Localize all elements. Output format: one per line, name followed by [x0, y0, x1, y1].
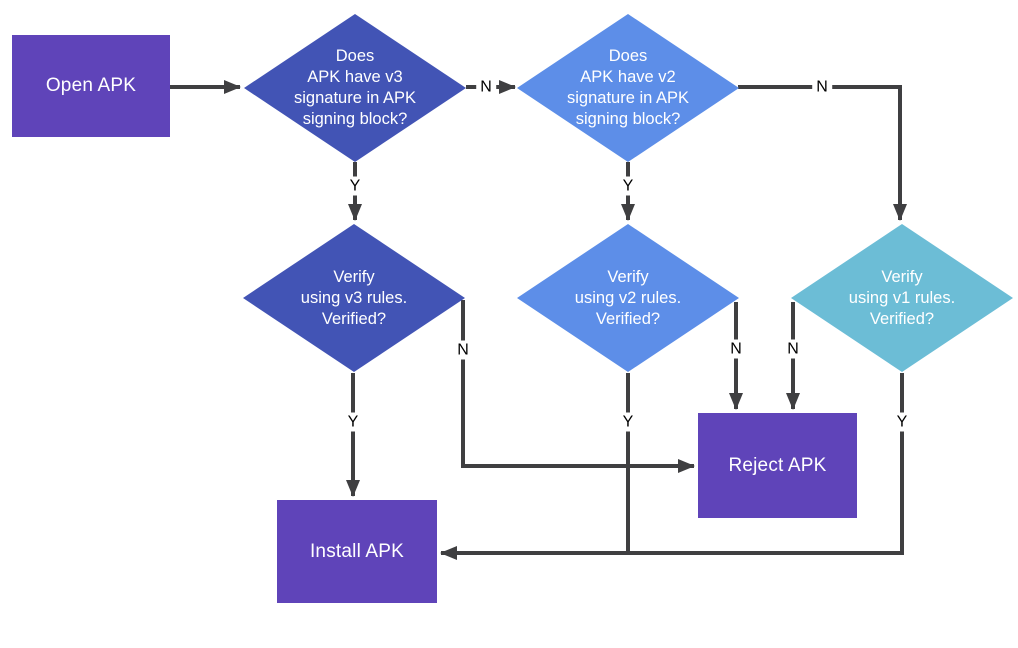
edge-label-yes-verifyv2: Y	[618, 412, 638, 432]
node-reject-apk-label: Reject APK	[728, 454, 827, 476]
node-open-apk-label: Open APK	[45, 75, 137, 96]
edge-label-no-verifyv3: N	[453, 340, 473, 360]
edge-verifyv1-yes-to-install	[440, 373, 904, 560]
edge-label-yes-verifyv3: Y	[343, 412, 363, 432]
edge-label-yes-verifyv1: Y	[892, 412, 912, 432]
decision-verify-v3-rules-label: Verify using v3 rules. Verified?	[300, 267, 408, 328]
node-reject-apk: Reject APK	[698, 413, 857, 518]
edge-label-no-qv3-to-qv2: N	[476, 77, 496, 97]
node-install-apk: Install APK	[277, 500, 437, 603]
decision-verify-v1-rules-label: Verify using v1 rules. Verified?	[848, 267, 956, 328]
edge-label-yes-qv3: Y	[345, 176, 365, 196]
edge-label-no-verifyv2: N	[726, 339, 746, 359]
decision-has-v2-signature-label: Does APK have v2 signature in APK signin…	[567, 47, 689, 128]
node-install-apk-label: Install APK	[309, 540, 405, 562]
decision-has-v3-signature-label: Does APK have v3 signature in APK signin…	[294, 47, 416, 128]
node-open-apk: Open APK	[12, 35, 170, 137]
edge-label-no-qv2-to-v1: N	[812, 77, 832, 97]
decision-verify-v2-rules-label: Verify using v2 rules. Verified?	[574, 267, 682, 328]
edge-label-yes-qv2: Y	[618, 176, 638, 196]
edge-qv2-no-to-verifyv1	[738, 85, 907, 221]
edge-label-no-verifyv1: N	[783, 339, 803, 359]
